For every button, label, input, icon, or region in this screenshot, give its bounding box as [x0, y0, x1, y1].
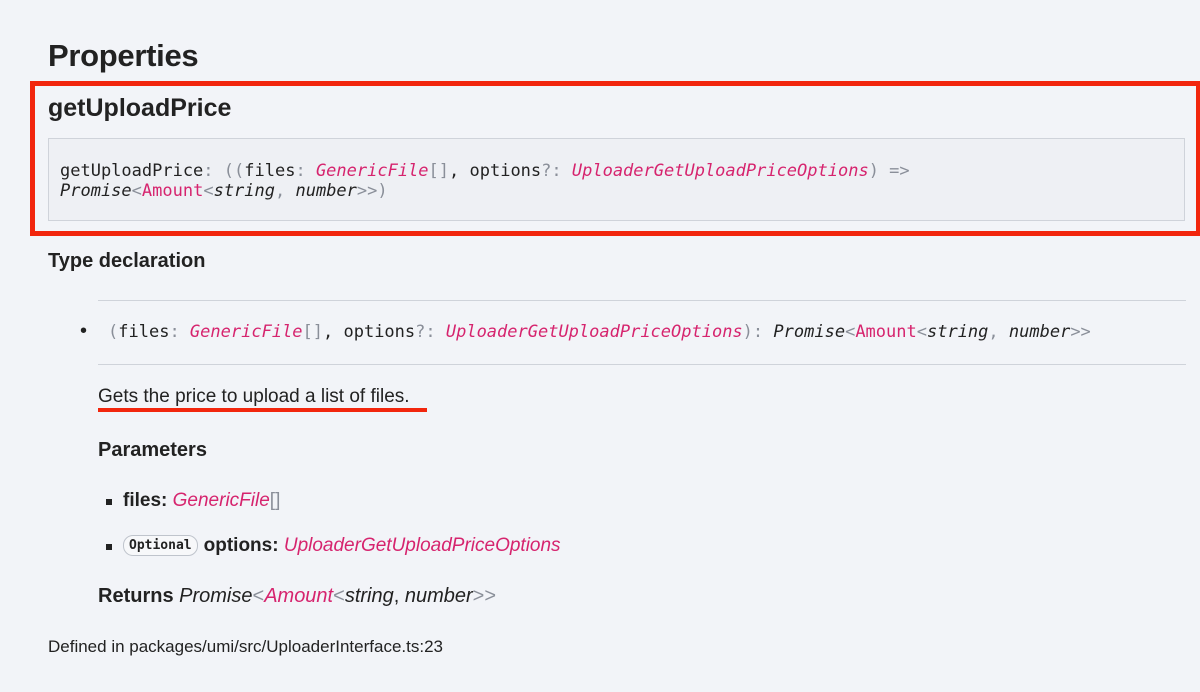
signature-punct: >>	[472, 585, 497, 607]
signature-punct: ?:	[541, 161, 572, 181]
list-bullet	[106, 499, 112, 505]
description-text: Gets the price to upload a list of files…	[98, 386, 410, 407]
signature-punct: :	[752, 322, 774, 342]
signature-punct: :	[295, 161, 316, 181]
signature-punct: ((	[223, 161, 245, 181]
signature-punct: <	[203, 181, 214, 201]
signature-punct: ,	[393, 585, 405, 607]
type-string: string	[344, 585, 394, 607]
signature-punct: ,	[988, 322, 1009, 342]
underline-annotation	[98, 408, 427, 412]
type-number: number	[404, 585, 473, 607]
divider	[98, 300, 1186, 301]
signature-punct: )	[742, 322, 753, 342]
type-link-amount[interactable]: Amount	[855, 322, 917, 342]
parameters-heading: Parameters	[98, 439, 207, 461]
type-link-genericfile[interactable]: GenericFile	[189, 322, 303, 342]
return-promise: Promise	[179, 585, 253, 607]
signature-punct: <	[916, 322, 927, 342]
param-files-name: files	[244, 161, 296, 181]
type-link-amount[interactable]: Amount	[264, 585, 334, 607]
param-name: files	[123, 490, 162, 511]
signature-punct: []	[302, 322, 323, 342]
return-promise: Promise	[773, 322, 846, 342]
divider	[98, 364, 1186, 365]
member-name: getUploadPrice	[48, 94, 232, 122]
signature-box: getUploadPrice: ((files: GenericFile[], …	[48, 138, 1185, 221]
signature-arrow: =>	[878, 161, 910, 181]
signature-name: getUploadPrice	[60, 161, 204, 181]
type-link-genericfile[interactable]: GenericFile	[172, 490, 270, 511]
signature-punct: :	[169, 322, 190, 342]
signature-punct: ,	[275, 181, 296, 201]
signature-punct: ,	[449, 161, 470, 181]
returns-line: Returns Promise<Amount<string, number>>	[98, 585, 496, 608]
parameter-files: files: GenericFile[]	[123, 490, 280, 512]
signature-punct: []	[428, 161, 450, 181]
type-link-uploader-options[interactable]: UploaderGetUploadPriceOptions	[571, 161, 869, 181]
type-number: number	[1008, 322, 1071, 342]
list-bullet	[106, 544, 112, 550]
param-name: options	[203, 535, 273, 556]
signature-punct: ,	[323, 322, 344, 342]
signature-punct: )	[868, 161, 879, 181]
type-number: number	[295, 181, 357, 201]
type-link-uploader-options[interactable]: UploaderGetUploadPriceOptions	[445, 322, 743, 342]
return-promise: Promise	[60, 181, 132, 201]
signature-punct: ?:	[415, 322, 446, 342]
param-options-name: options	[343, 322, 416, 342]
defined-in-source: Defined in packages/umi/src/UploaderInte…	[48, 637, 443, 656]
type-link-amount[interactable]: Amount	[141, 181, 204, 201]
signature-punct: >>	[1070, 322, 1091, 342]
section-title: Properties	[48, 38, 199, 73]
type-string: string	[926, 322, 989, 342]
highlight-annotation-box	[30, 81, 1200, 236]
call-signature: (files: GenericFile[], options?: Uploade…	[108, 322, 1091, 342]
type-link-uploader-options[interactable]: UploaderGetUploadPriceOptions	[283, 535, 561, 556]
signature-punct: <	[252, 585, 265, 607]
array-suffix: []	[269, 490, 281, 511]
type-link-genericfile[interactable]: GenericFile	[315, 161, 429, 181]
param-options-name: options	[469, 161, 542, 181]
type-string: string	[213, 181, 275, 201]
list-bullet: •	[80, 320, 88, 342]
param-sep: :	[272, 535, 279, 556]
returns-label: Returns	[98, 585, 174, 607]
signature-punct: <	[333, 585, 345, 607]
signature-punct: >>	[356, 181, 378, 201]
signature-punct: (	[108, 322, 119, 342]
param-files-name: files	[118, 322, 170, 342]
signature-punct: <	[131, 181, 142, 201]
signature-line-1: getUploadPrice: ((files: GenericFile[], …	[60, 161, 910, 181]
param-sep: :	[161, 490, 168, 511]
optional-badge: Optional	[123, 535, 198, 556]
type-declaration-heading: Type declaration	[48, 250, 206, 272]
signature-punct: :	[203, 161, 224, 181]
signature-punct: <	[845, 322, 856, 342]
signature-line-2: Promise<Amount<string, number>>)	[60, 181, 388, 201]
signature-punct: )	[377, 181, 388, 201]
